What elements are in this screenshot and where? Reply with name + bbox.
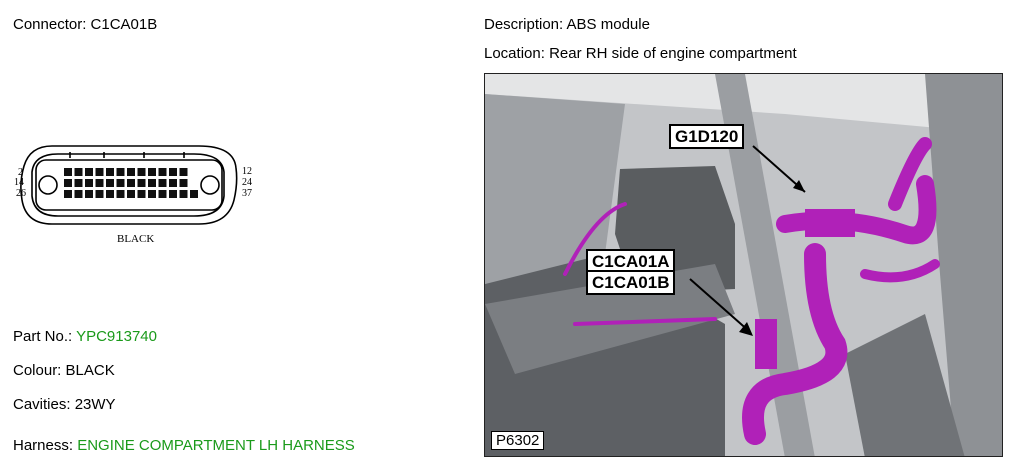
pin-cavity: [106, 190, 114, 198]
pin-cavity: [95, 168, 104, 176]
pin-cavity: [148, 168, 156, 176]
pin-cavity: [85, 179, 93, 187]
pin-labels-left: 2 14 26: [14, 167, 26, 199]
harness-line: Harness: ENGINE COMPARTMENT LH HARNESS: [13, 437, 355, 454]
pin-cavity: [169, 168, 177, 176]
engine-bay-illustration: [485, 74, 1002, 456]
pin-cavity: [179, 190, 188, 198]
pin-cavity: [169, 179, 177, 187]
pin-cavity: [148, 179, 156, 187]
callout-ground: G1D120: [669, 124, 745, 149]
location-photo: G1D120 C1CA01A C1CA01B P6302: [484, 73, 1003, 457]
pin-label-left: 14: [14, 177, 24, 188]
harness-link[interactable]: ENGINE COMPARTMENT LH HARNESS: [77, 437, 355, 454]
pin-cavity: [179, 179, 188, 187]
diagram-colour-caption: BLACK: [117, 233, 154, 245]
pin-cavity: [74, 179, 83, 187]
description-label: Description:: [484, 16, 564, 33]
pin-cavity: [74, 190, 83, 198]
cavities-value: 23WY: [74, 396, 116, 413]
pin-cavity: [127, 168, 135, 176]
pin-labels-right: 12 24 37: [242, 166, 252, 199]
pin-cavity: [106, 179, 114, 187]
part-no-label: Part No.:: [13, 328, 73, 345]
photo-id-label: P6302: [491, 431, 545, 450]
pin-grid: [64, 168, 198, 198]
connector-line: Connector: C1CA01B: [13, 16, 157, 33]
pin-cavity: [158, 168, 167, 176]
pin-cavity: [137, 179, 146, 187]
pin-label-right: 37: [242, 188, 252, 199]
colour-line: Colour: BLACK: [13, 362, 115, 379]
pin-cavity: [95, 190, 104, 198]
description-value: ABS module: [566, 16, 650, 33]
pin-label-left: 2: [18, 167, 23, 178]
harness-label: Harness:: [13, 437, 74, 454]
pin-cavity: [116, 168, 125, 176]
pin-label-right: 12: [242, 166, 252, 177]
location-value: Rear RH side of engine compartment: [549, 45, 797, 62]
part-no-line: Part No.: YPC913740: [13, 328, 157, 345]
pin-cavity: [64, 179, 72, 187]
colour-label: Colour:: [13, 362, 62, 379]
pin-cavity: [137, 168, 146, 176]
pin-cavity: [158, 179, 167, 187]
pin-cavity: [116, 179, 125, 187]
part-no-link[interactable]: YPC913740: [76, 328, 157, 345]
pin-cavity: [116, 190, 125, 198]
pin-cavity: [74, 168, 83, 176]
pin-cavity: [127, 190, 135, 198]
connector-label: Connector:: [13, 16, 87, 33]
pin-cavity: [148, 190, 156, 198]
pin-cavity: [158, 190, 167, 198]
pin-cavity: [179, 168, 188, 176]
cavities-label: Cavities:: [13, 396, 71, 413]
pin-cavity: [64, 190, 72, 198]
pin-cavity: [85, 168, 93, 176]
pin-cavity: [95, 179, 104, 187]
location-line: Location: Rear RH side of engine compart…: [484, 45, 797, 62]
pin-cavity: [190, 190, 198, 198]
pin-cavity: [106, 168, 114, 176]
colour-value: BLACK: [65, 362, 115, 379]
location-label: Location:: [484, 45, 545, 62]
pin-label-right: 24: [242, 177, 252, 188]
connector-outline: [20, 145, 238, 225]
connector-value: C1CA01B: [90, 16, 158, 33]
connector-face-diagram: 2 14 26 12 24 37 BLACK: [14, 145, 252, 245]
pin-cavity: [137, 190, 146, 198]
pin-cavity: [64, 168, 72, 176]
pin-cavity: [127, 179, 135, 187]
pin-cavity: [85, 190, 93, 198]
cavities-line: Cavities: 23WY: [13, 396, 116, 413]
description-line: Description: ABS module: [484, 16, 650, 33]
pin-cavity: [169, 190, 177, 198]
callout-connector-b: C1CA01B: [586, 270, 676, 295]
